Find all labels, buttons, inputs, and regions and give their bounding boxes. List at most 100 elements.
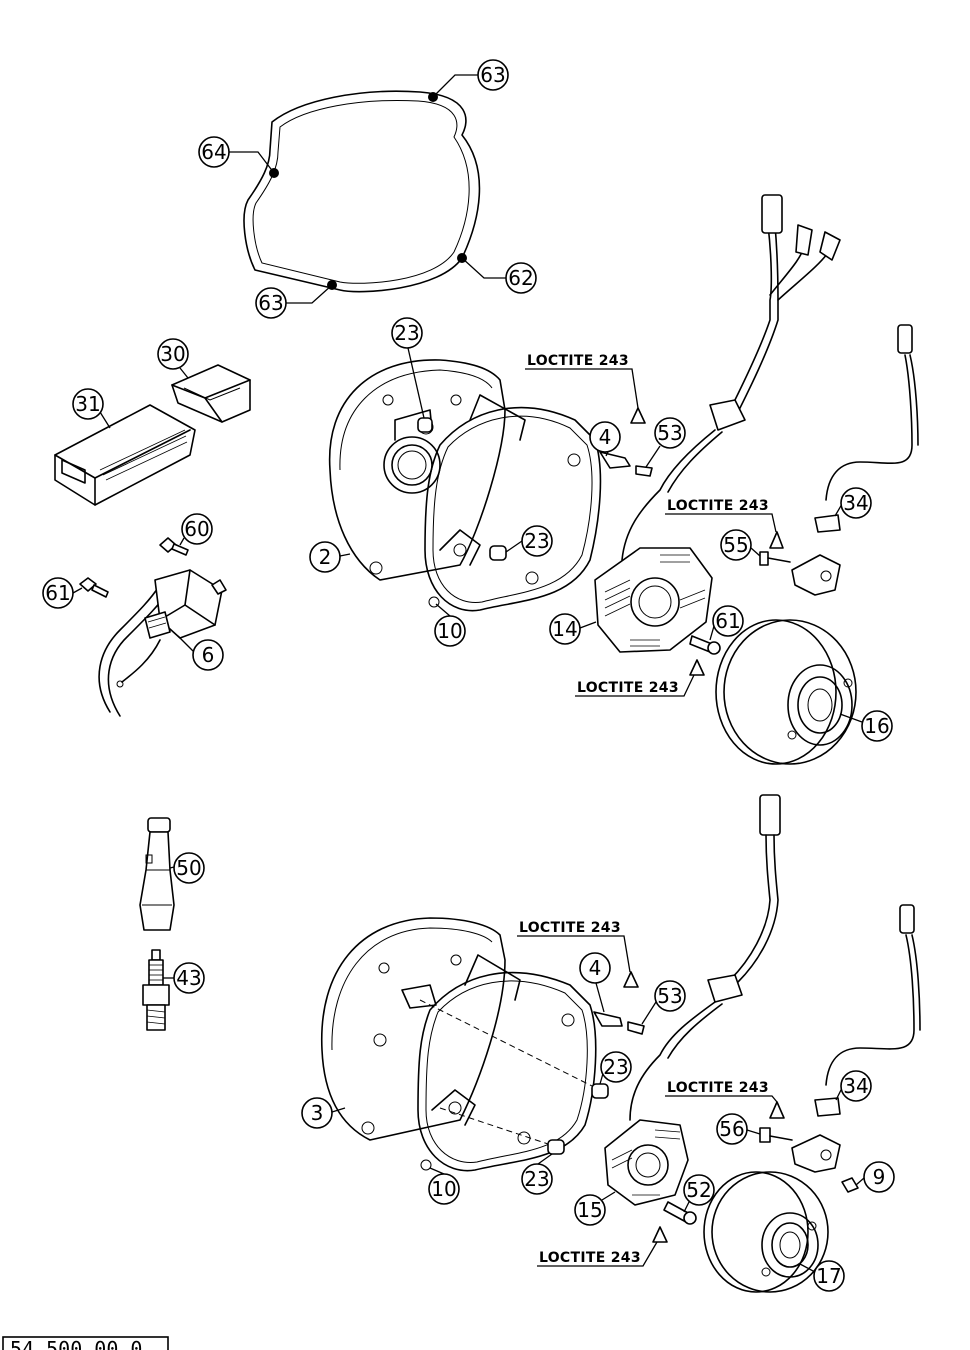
svg-text:63: 63 [258,291,283,315]
svg-text:23: 23 [524,1167,549,1191]
part-15-stator [604,1119,689,1206]
svg-text:50: 50 [176,856,201,880]
callout-53-lower: 53 [641,980,686,1025]
loctite-label-2: LOCTITE 243 [667,498,769,514]
loctite-note-2: LOCTITE 243 [665,498,777,533]
part-2-ignition-cover [328,359,506,581]
part-4-cable-clamp-upper [599,407,653,477]
part-10-cover-gasket [424,394,602,612]
part-14-stator [594,547,713,653]
svg-text:52: 52 [686,1178,711,1202]
callout-52: 52 [683,1174,715,1213]
callout-60: 60 [179,513,213,546]
svg-text:53: 53 [657,421,682,445]
svg-text:23: 23 [524,529,549,553]
cover-gasket-top [243,90,481,293]
svg-text:62: 62 [508,266,533,290]
svg-text:53: 53 [657,984,682,1008]
callout-17: 17 [799,1260,845,1292]
svg-text:61: 61 [45,581,70,605]
svg-text:63: 63 [480,63,505,87]
callout-6: 6 [177,635,224,671]
callout-4-lower: 4 [579,952,611,1013]
loctite-label-1: LOCTITE 243 [527,353,629,369]
part-17-flywheel [703,1171,829,1293]
svg-text:6: 6 [202,643,215,667]
svg-text:16: 16 [864,714,889,738]
wiring-harness-lower [629,794,781,1121]
callout-2: 2 [309,541,351,573]
part-3-ignition-cover [321,917,506,1141]
loctite-label-6: LOCTITE 243 [539,1250,641,1266]
callout-15: 15 [574,1191,616,1226]
svg-text:2: 2 [319,545,332,569]
drawing-code-box: 54 500 00 0 [2,1336,169,1350]
svg-text:17: 17 [816,1264,841,1288]
svg-text:10: 10 [437,619,462,643]
loctite-note-6: LOCTITE 243 [537,1241,658,1267]
part-23-dowel-pins-upper [417,417,507,561]
wiring-harness-upper [621,194,841,561]
svg-text:55: 55 [723,533,748,557]
svg-text:23: 23 [394,321,419,345]
callout-23-upper-a: 23 [391,317,425,419]
callout-31: 31 [72,388,111,429]
loctite-label-3: LOCTITE 243 [577,680,679,696]
svg-text:4: 4 [589,956,602,980]
callout-34-upper: 34 [834,487,872,519]
part-60-screw [159,537,189,556]
callout-56: 56 [716,1113,761,1145]
part-43-spark-plug [142,949,170,1031]
svg-text:43: 43 [176,966,201,990]
part-52-screw [652,1201,697,1243]
callout-10-lower: 10 [428,1167,460,1205]
drawing-code: 54 500 00 0 [10,1337,142,1350]
svg-text:56: 56 [719,1117,744,1141]
svg-text:10: 10 [431,1177,456,1201]
loctite-note-5: LOCTITE 243 [665,1080,778,1103]
callout-43: 43 [163,962,205,994]
svg-text:31: 31 [75,392,100,416]
part-16-flywheel [715,619,857,765]
svg-text:14: 14 [552,617,577,641]
callout-53-upper: 53 [645,417,686,468]
callout-23-upper-b: 23 [505,525,553,557]
callout-30: 30 [157,338,189,379]
callout-10-upper: 10 [434,603,466,647]
loctite-label-5: LOCTITE 243 [667,1080,769,1096]
svg-text:60: 60 [184,517,209,541]
loctite-note-4: LOCTITE 243 [517,920,631,973]
callout-23-lower-a: 23 [599,1051,632,1085]
part-34-pickup-sensor-lower [759,904,921,1193]
callout-62: 62 [461,257,537,294]
callout-9: 9 [855,1161,895,1193]
svg-text:64: 64 [201,140,226,164]
loctite-note-3: LOCTITE 243 [575,674,695,697]
alignment-lines-lower [419,999,601,1149]
callout-3: 3 [301,1097,346,1129]
callout-4-upper: 4 [589,421,621,457]
callout-55: 55 [720,529,761,561]
svg-text:61: 61 [715,609,740,633]
svg-text:34: 34 [843,1074,868,1098]
svg-text:23: 23 [603,1055,628,1079]
svg-text:9: 9 [873,1165,886,1189]
callout-61-upper: 61 [709,605,744,641]
callout-34-lower: 34 [835,1070,872,1102]
svg-text:4: 4 [599,425,612,449]
loctite-label-4: LOCTITE 243 [519,920,621,936]
callout-61-coil: 61 [42,577,83,609]
callout-50: 50 [169,852,205,884]
loctite-note-1: LOCTITE 243 [525,353,639,409]
svg-text:3: 3 [311,1101,324,1125]
callout-63-top: 63 [432,59,509,98]
part-23-dowel-pins-lower [547,1083,609,1155]
svg-text:30: 30 [160,342,185,366]
callout-14: 14 [549,613,597,645]
part-6-ignition-coil [98,569,227,717]
part-50-spark-plug-cap [139,817,175,931]
part-61-screw-upper [689,635,721,676]
callout-64: 64 [198,136,275,174]
part-10-cover-gasket-lower [417,954,597,1172]
